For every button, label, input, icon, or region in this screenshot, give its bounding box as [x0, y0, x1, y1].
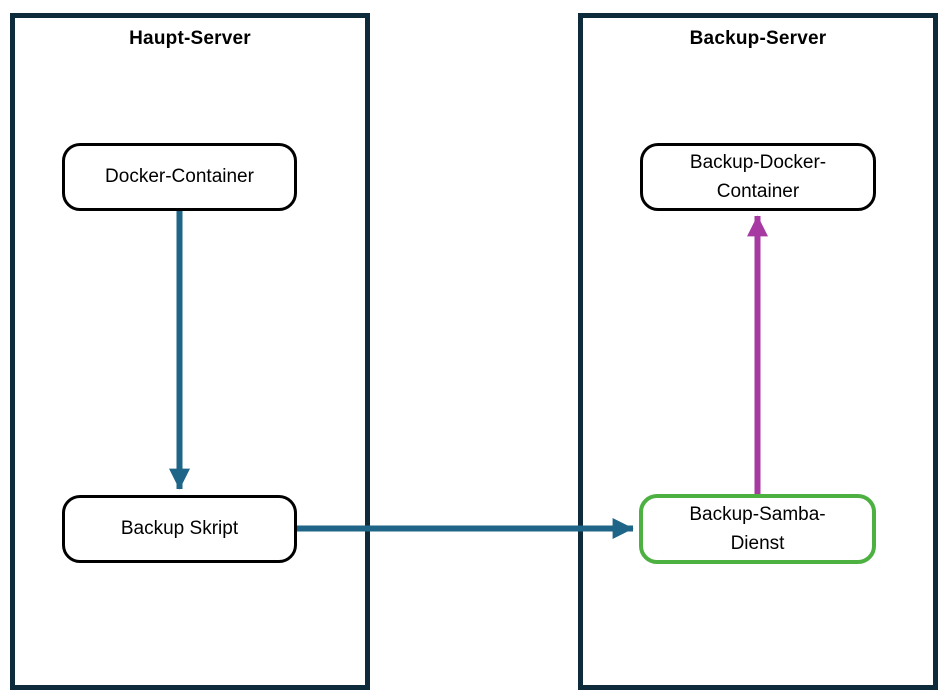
node-backup-skript: Backup Skript [62, 495, 297, 563]
container-haupt-server: Haupt-Server [10, 13, 370, 690]
node-backup-docker-container: Backup-Docker-Container [640, 143, 876, 211]
container-backup-server: Backup-Server [578, 13, 938, 690]
node-label-backup-docker-container: Backup-Docker-Container [689, 151, 827, 202]
node-label-backup-skript: Backup Skript [120, 517, 239, 539]
node-label-docker-container: Docker-Container [105, 165, 254, 187]
container-title-backup-server: Backup-Server [689, 28, 827, 49]
container-title-haupt-server: Haupt-Server [129, 28, 251, 49]
node-backup-samba-dienst: Backup-Samba-Dienst [639, 494, 876, 564]
node-label-backup-samba-dienst: Backup-Samba-Dienst [689, 503, 826, 554]
node-docker-container: Docker-Container [62, 143, 297, 211]
